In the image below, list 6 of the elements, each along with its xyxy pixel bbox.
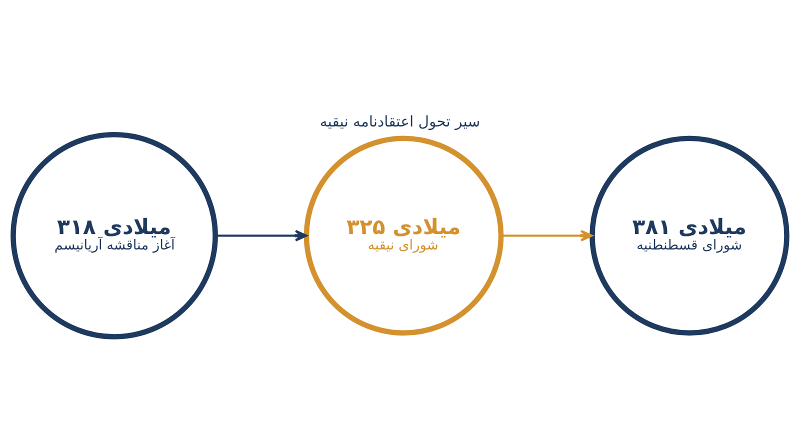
node-circle: ۳۲۵ میلادی شورای نیقیه xyxy=(304,136,504,336)
node-circle: ۳۸۱ میلادی شورای قسطنطنیه xyxy=(590,136,790,336)
node-circle: ۳۱۸ میلادی آغاز مناقشه آریانیسم xyxy=(10,132,218,340)
arrow xyxy=(215,230,308,242)
diagram-title: سیر تحول اعتقادنامه نیقیه xyxy=(320,113,480,130)
arrow xyxy=(501,230,593,242)
